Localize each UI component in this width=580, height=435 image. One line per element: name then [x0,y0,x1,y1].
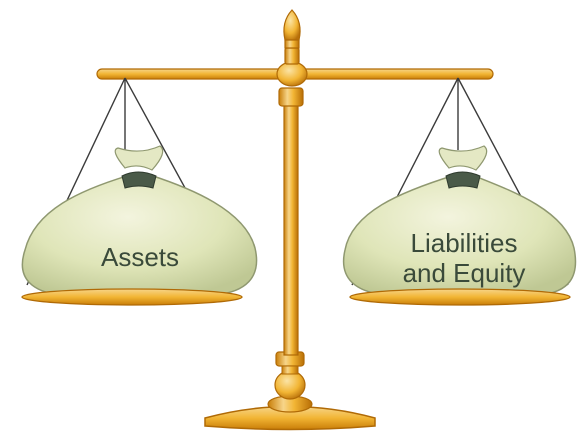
scale-pillar [278,87,304,356]
assets-bag: Assets [21,145,258,296]
liabilities-label: Liabilities [411,228,518,258]
scale-finial [276,9,308,87]
left-pan [21,288,243,306]
equity-label: and Equity [403,258,526,288]
scale-base [204,351,376,431]
assets-label: Assets [101,242,179,272]
right-pan [349,288,571,306]
liabilities-equity-bag: Liabilities and Equity [342,145,577,296]
